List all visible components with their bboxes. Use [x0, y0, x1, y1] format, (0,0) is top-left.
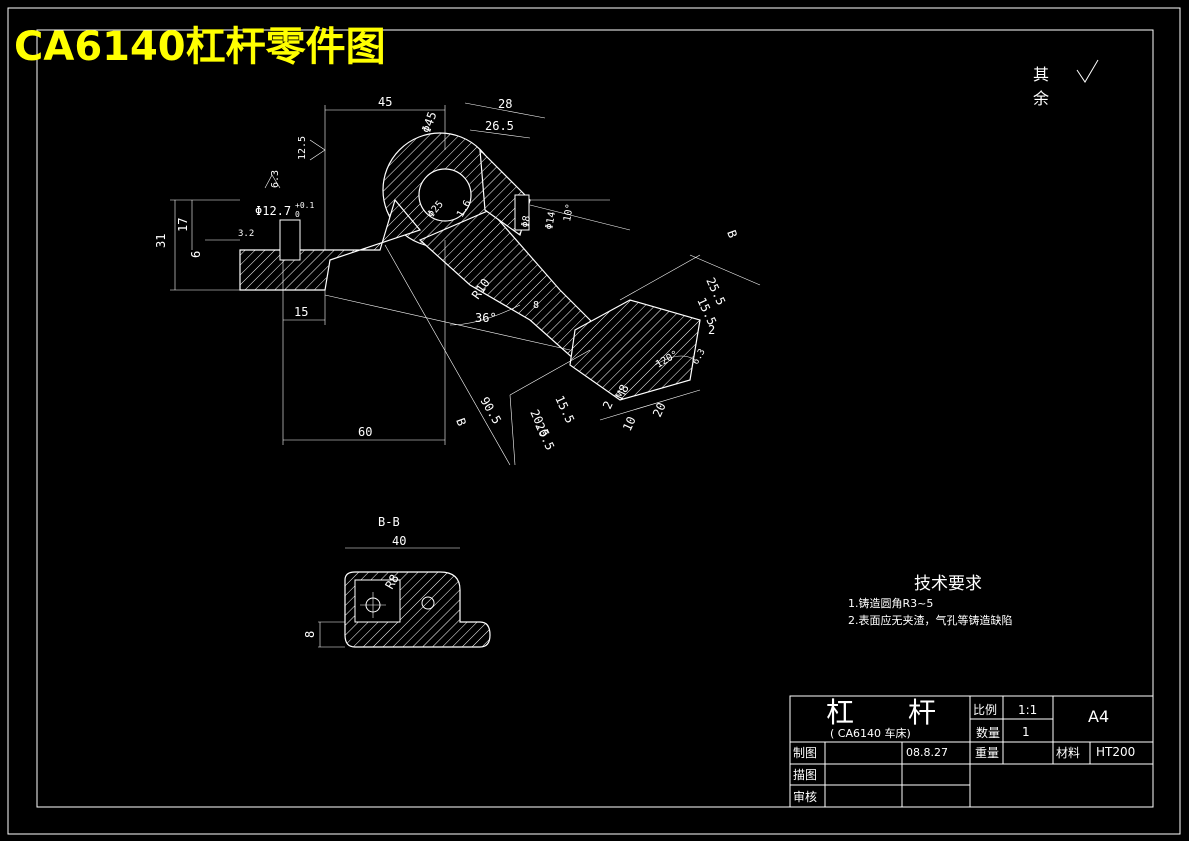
dim-ang10: 10°	[562, 203, 576, 223]
dim-15a: 15	[294, 305, 308, 319]
dim-phi8: Φ8	[520, 215, 533, 229]
roughness-check-icon	[1076, 59, 1099, 83]
roughness-note-line2: 余	[1033, 89, 1049, 108]
inner-border	[36, 29, 1154, 808]
dim-26-5: 26.5	[485, 119, 514, 133]
trace-label: 描图	[793, 768, 817, 782]
roughness-6-3a: 6.3	[270, 170, 281, 188]
section-r8: R8	[382, 572, 401, 592]
dim-phi14: Φ14	[544, 211, 558, 231]
end-boss	[569, 299, 701, 401]
section-dim-40: 40	[392, 534, 406, 548]
section-pocket	[354, 579, 401, 623]
dim-20: 20	[650, 400, 669, 419]
scale-value: 1:1	[1018, 703, 1037, 717]
dim-10: 10	[620, 414, 639, 433]
roughness-12-5: 12.5	[297, 136, 308, 160]
section-mark-b-top: B	[724, 228, 740, 240]
scale-label: 比例	[973, 703, 997, 717]
dim-45: 45	[378, 95, 392, 109]
title-block: 杠 杆 ( CA6140 车床) 比例 1:1 数量 1 A4 制图 08.8.…	[789, 695, 1154, 808]
sheet-size: A4	[1088, 707, 1109, 726]
dim-8: 8	[533, 300, 539, 311]
dim-17: 17	[176, 218, 190, 232]
section-dim-8: 8	[303, 631, 317, 638]
left-arm	[239, 198, 422, 291]
left-hole	[279, 219, 301, 261]
roughness-symbol-a	[309, 139, 326, 161]
dim-phi12-7: Φ12.7	[255, 204, 291, 218]
dim-2b: 2	[600, 399, 616, 411]
section-view: B-B 40 R8 8	[303, 515, 491, 648]
section-title: B-B	[378, 515, 400, 529]
dim-2a: 2	[708, 323, 715, 337]
tol-plus: +0.1	[295, 201, 314, 210]
part-subtitle: ( CA6140 车床)	[830, 726, 911, 740]
part-name-a: 杠	[826, 696, 854, 729]
weight-label: 重量	[975, 746, 999, 760]
dim-phi45: Φ45	[419, 110, 440, 135]
outer-border	[7, 7, 1181, 835]
part-name-b: 杆	[908, 696, 936, 729]
dim-28: 28	[498, 97, 512, 111]
dim-31: 31	[154, 234, 168, 248]
diagonal-arm	[418, 209, 601, 361]
roughness-3-2: 3.2	[238, 229, 254, 239]
section-hole-right	[421, 596, 435, 610]
roughness-note-line1: 其	[1033, 65, 1049, 84]
tech-item-1: 1.铸造圆角R3~5	[848, 596, 933, 610]
tech-heading: 技术要求	[914, 574, 982, 594]
drawn-date: 08.8.27	[906, 746, 948, 759]
material-value: HT200	[1096, 745, 1135, 759]
tol-zero: 0	[295, 210, 300, 219]
tech-item-2: 2.表面应无夹渣，气孔等铸造缺陷	[848, 613, 1013, 627]
section-mark-b-bottom: B	[453, 416, 469, 428]
dim-ang36: 36°	[475, 311, 497, 325]
main-view: 45 28 26.5 Φ45 12.5 6.3 Φ12.7 +0.1 0 31 …	[154, 95, 761, 466]
roughness-symbol-b	[264, 174, 281, 189]
dim-15-5b: 15.5	[552, 393, 577, 425]
drawn-label: 制图	[793, 746, 817, 760]
drawing-title: CA6140杠杆零件图	[14, 24, 386, 70]
qty-value: 1	[1022, 725, 1030, 739]
qty-label: 数量	[976, 725, 1000, 740]
lug-bore	[514, 194, 530, 231]
dim-m8: M8	[613, 382, 632, 401]
dim-6: 6	[189, 251, 203, 258]
dim-20-5b: 20.5	[532, 420, 557, 452]
hub-bore	[418, 168, 472, 222]
check-label: 审核	[793, 789, 817, 804]
dim-90-5: 90.5	[477, 395, 504, 427]
dim-60: 60	[358, 425, 372, 439]
material-label: 材料	[1056, 746, 1080, 760]
